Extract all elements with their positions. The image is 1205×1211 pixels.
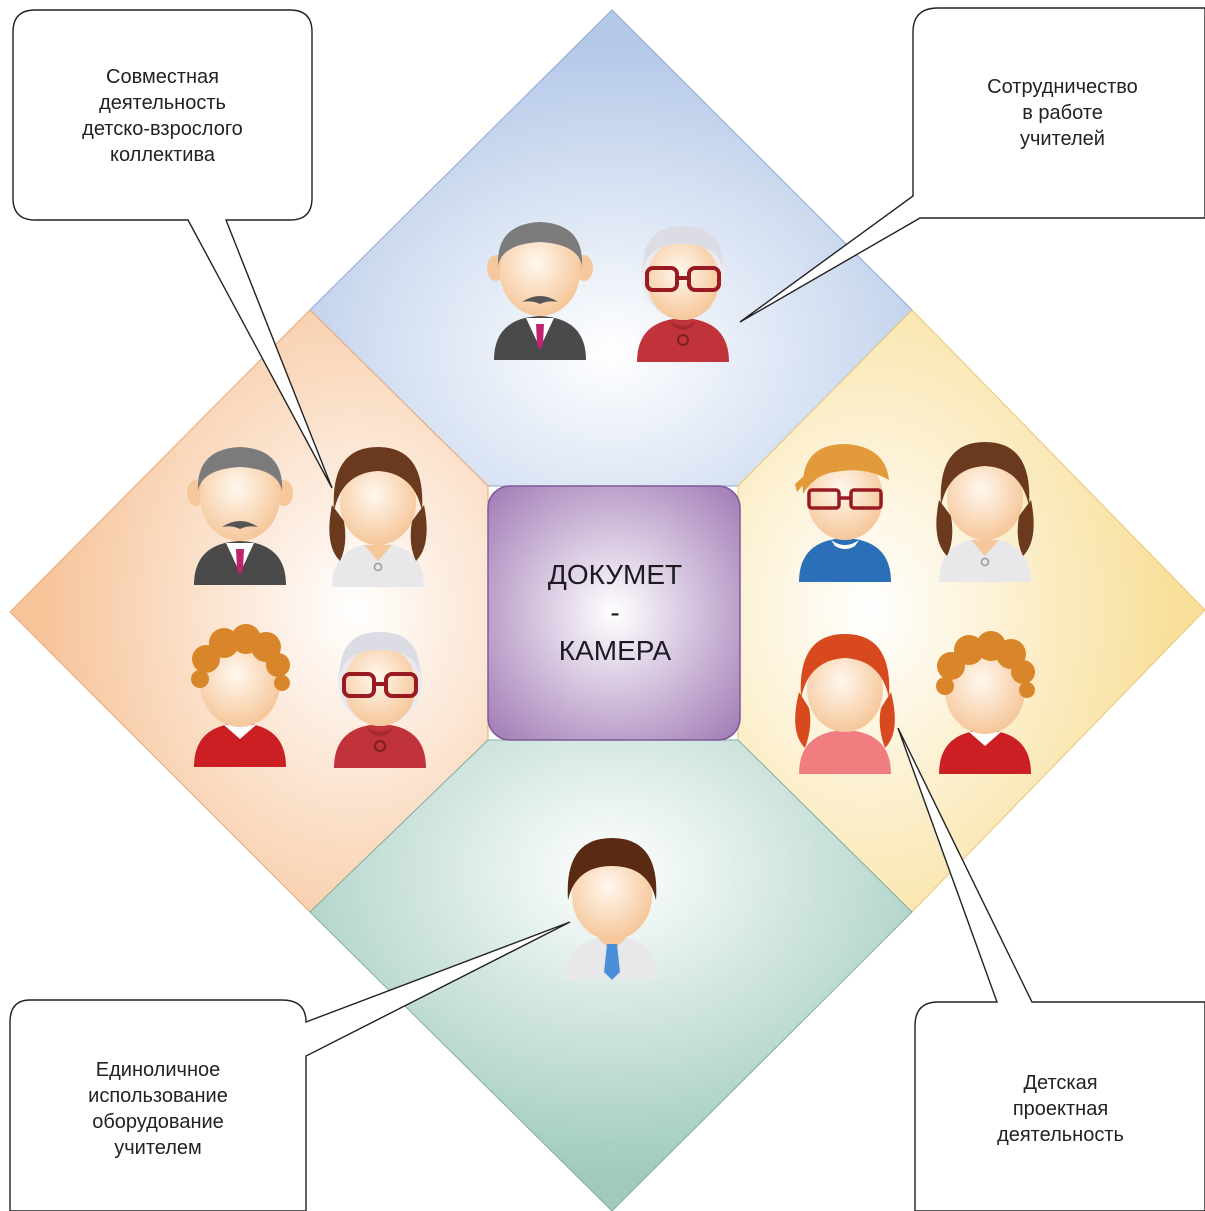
center-title-line-1: ДОКУМЕТ (547, 559, 683, 590)
callout-top-right-line: Сотрудничество (987, 76, 1138, 98)
callout-top-right-shape (739, 7, 1205, 323)
callout-bottom-right-line: деятельность (997, 1124, 1124, 1146)
center-title: ДОКУМЕТ - КАМЕРА (490, 556, 740, 670)
callout-top-left-line: коллектива (110, 144, 215, 166)
callout-bottom-left-shape (9, 921, 571, 1211)
callout-bottom-left-line: использование (88, 1085, 228, 1107)
callout-bottom-right-line: Детская (1023, 1072, 1098, 1094)
callout-top-left-line: деятельность (99, 92, 226, 114)
callout-top-right-line: учителей (1020, 128, 1105, 150)
child-curly-hair-icon (936, 631, 1035, 774)
center-title-line-3: КАМЕРА (558, 635, 672, 666)
callout-bottom-left-line: оборудование (92, 1111, 224, 1133)
callout-top-left-line: Совместная (106, 66, 219, 88)
callout-bottom-right-text: Детская проектная деятельность (918, 1070, 1203, 1148)
grandmother-with-glasses-icon (635, 224, 731, 364)
grandmother-with-glasses-icon (332, 630, 428, 770)
callout-bottom-right-shape (897, 727, 1205, 1211)
callout-bottom-left-line: учителем (114, 1137, 202, 1159)
callout-bottom-left-text: Единоличное использование оборудование у… (14, 1057, 302, 1161)
man-with-tie-icon (566, 838, 658, 980)
callout-bottom-left-line: Единоличное (95, 1059, 221, 1081)
callout-top-left-text: Совместная деятельность детско-взрослого… (20, 64, 305, 168)
child-curly-hair-icon (191, 624, 290, 767)
callout-top-left-shape (12, 9, 333, 489)
center-title-line-2: - (610, 597, 620, 628)
center-box (487, 485, 741, 741)
callout-top-left-line: детско-взрослого (82, 118, 243, 140)
girl-red-hair-icon (795, 634, 895, 774)
callout-top-right-line: в работе (1022, 102, 1103, 124)
callout-bottom-right-line: проектная (1012, 1098, 1109, 1120)
woman-brown-hair-icon (935, 441, 1035, 583)
callout-top-right-text: Сотрудничество в работе учителей (920, 74, 1205, 152)
woman-brown-hair-icon (328, 446, 428, 588)
